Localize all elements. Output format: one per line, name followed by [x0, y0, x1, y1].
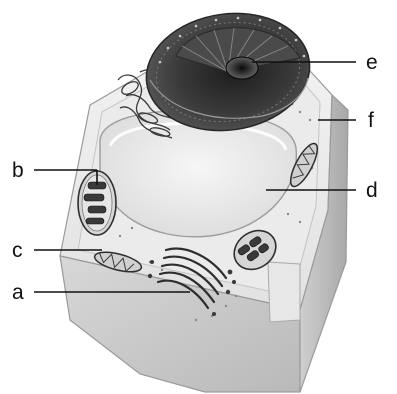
label-a: a	[12, 281, 24, 304]
label-f: f	[368, 109, 374, 132]
label-e: e	[366, 51, 378, 74]
label-d: d	[366, 179, 378, 202]
label-c: c	[12, 239, 23, 262]
label-b: b	[12, 159, 24, 182]
